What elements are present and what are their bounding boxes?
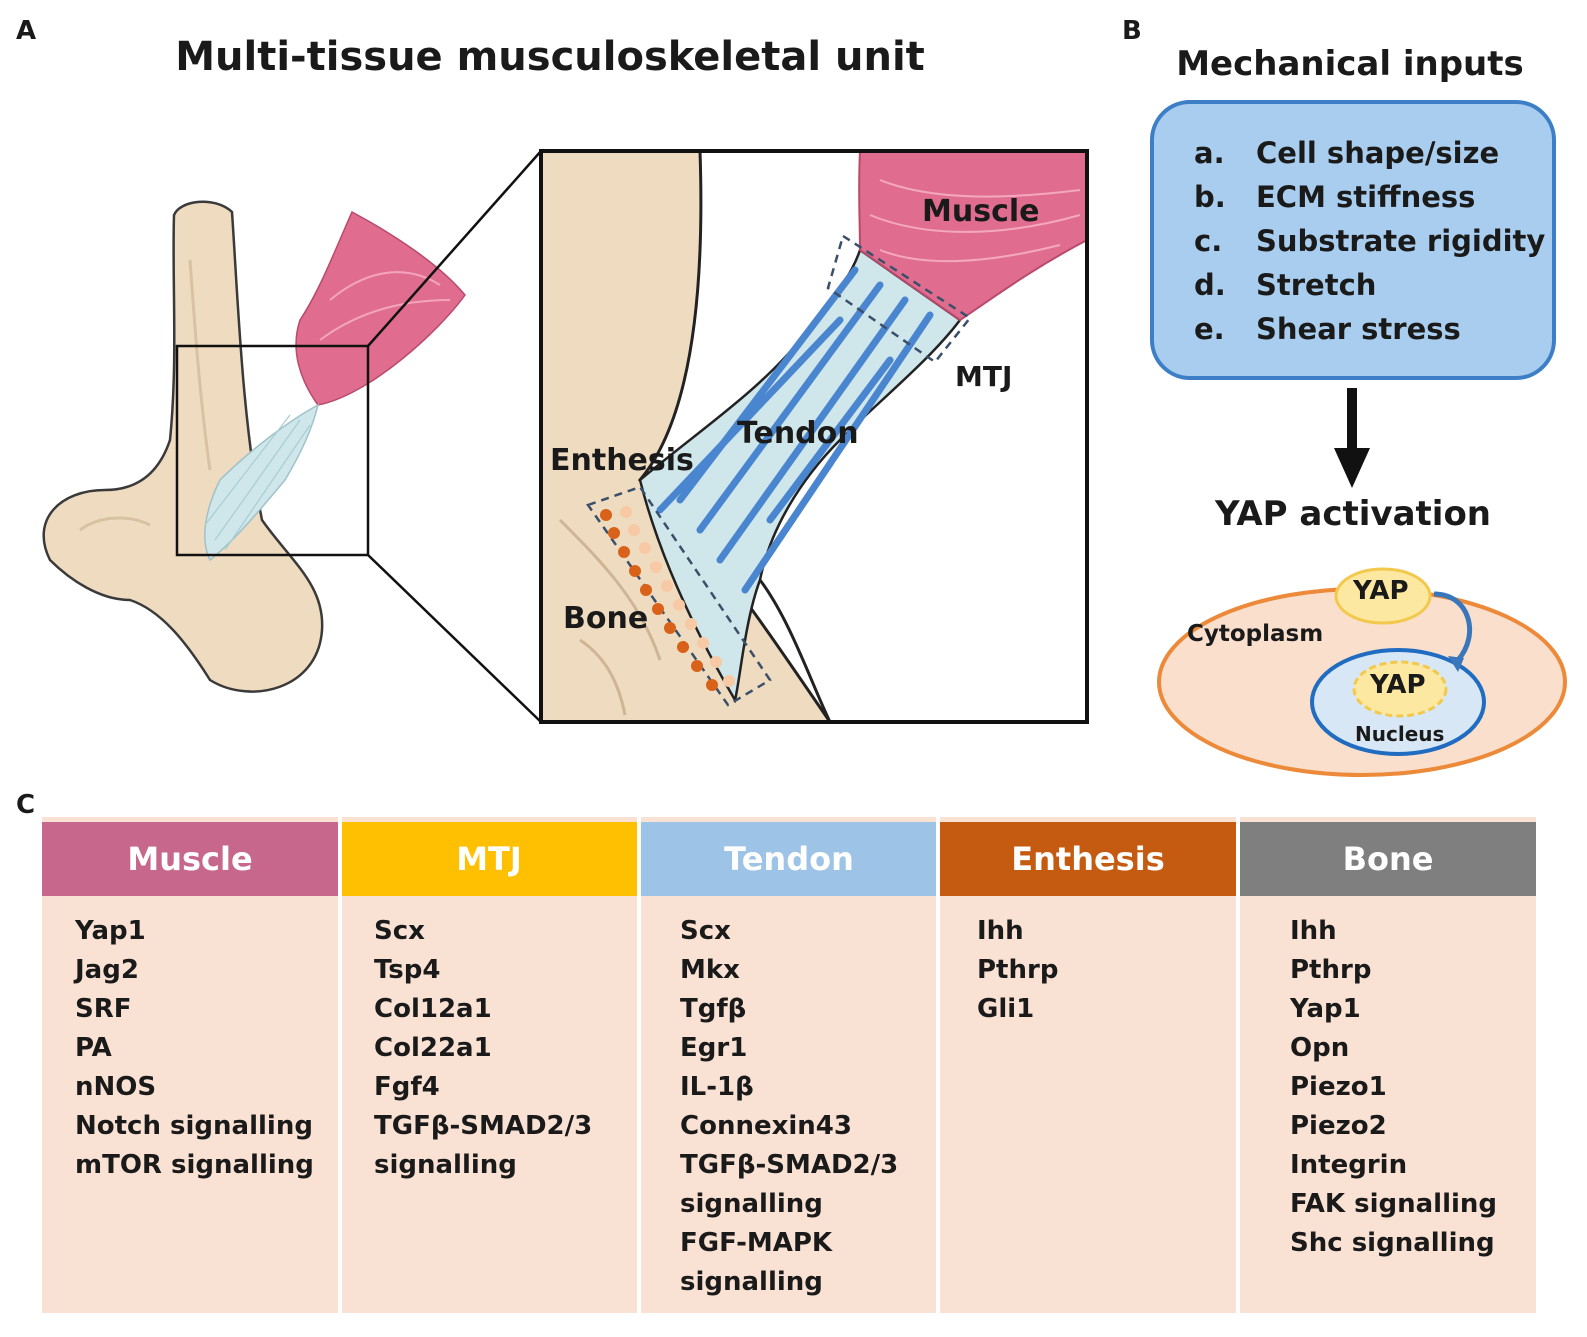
column-muscle: Muscle Yap1 Jag2 SRF PA nNOS Notch signa… [42, 822, 338, 1313]
cytoplasm-label: Cytoplasm [1187, 621, 1324, 647]
column-header-bone: Bone [1240, 822, 1536, 896]
panel-letter-a: A [16, 16, 37, 46]
list-item: nNOS [75, 1072, 157, 1102]
column-divider [338, 817, 342, 1313]
yap-nucleus-label: YAP [1370, 670, 1426, 700]
yap-nucleus-blob [1352, 660, 1448, 718]
yap-activation-diagram [1157, 388, 1567, 777]
zoom-region-box [175, 344, 370, 557]
list-item: FGF-MAPK [680, 1228, 833, 1258]
list-item: FAK signalling [1290, 1189, 1498, 1219]
list-item: TGFβ-SMAD2/3 [680, 1150, 899, 1180]
column-mtj: MTJ Scx Tsp4 Col12a1 Col22a1 Fgf4 TGFβ-S… [341, 822, 637, 1313]
mechanical-inputs-title: Mechanical inputs [1176, 44, 1524, 84]
column-enthesis: Enthesis Ihh Pthrp Gli1 [940, 822, 1236, 1313]
mtj-dashed-region [826, 234, 972, 364]
list-item: Scx [374, 916, 425, 946]
list-item: Tsp4 [374, 955, 441, 985]
column-bone: Bone Ihh Pthrp Yap1 Opn Piezo1 Piezo2 In… [1240, 822, 1536, 1313]
input-item: e.Shear stress [1194, 312, 1461, 346]
column-header-mtj: MTJ [341, 822, 637, 896]
column-items-bone: Ihh Pthrp Yap1 Opn Piezo1 Piezo2 Integri… [1240, 896, 1536, 1263]
yap-activation-title: YAP activation [1214, 494, 1492, 534]
mechanical-inputs-box: a.Cell shape/size b.ECM stiffness c.Subs… [1150, 100, 1556, 380]
list-item: Yap1 [75, 916, 146, 946]
enthesis-dashed-region [586, 485, 772, 707]
input-item: c.Substrate rigidity [1194, 224, 1546, 258]
mtj-label: MTJ [955, 360, 1013, 393]
list-item: Notch signalling [75, 1111, 313, 1141]
list-item: Gli1 [977, 994, 1035, 1024]
list-item: Pthrp [1290, 955, 1372, 985]
list-item: Jag2 [75, 955, 139, 985]
column-tendon: Tendon Scx Mkx Tgfβ Egr1 IL-1β Connexin4… [641, 822, 937, 1313]
marker-table [42, 817, 1536, 1313]
bone-label: Bone [563, 601, 649, 636]
column-items-muscle: Yap1 Jag2 SRF PA nNOS Notch signalling m… [42, 896, 338, 1185]
list-item: Fgf4 [374, 1072, 440, 1102]
tendon-fibers [656, 266, 934, 594]
list-item: Integrin [1290, 1150, 1408, 1180]
zoomed-panel-frame [539, 149, 1089, 724]
list-item: Col12a1 [374, 994, 492, 1024]
list-item: mTOR signalling [75, 1150, 314, 1180]
input-item: b.ECM stiffness [1194, 180, 1476, 214]
list-item: Pthrp [977, 955, 1059, 985]
down-arrow-icon [1334, 388, 1370, 488]
list-item: IL-1β [680, 1072, 754, 1102]
list-item: Piezo2 [1290, 1111, 1387, 1141]
nucleus-label: Nucleus [1355, 722, 1445, 746]
musculoskeletal-illustration [42, 149, 1089, 724]
list-item: Ihh [1290, 916, 1337, 946]
panel-letter-b: B [1122, 16, 1142, 46]
list-item: signalling [680, 1189, 823, 1219]
list-item: Shc signalling [1290, 1228, 1495, 1258]
enthesis-dots [600, 506, 735, 691]
muscle-small [295, 210, 466, 406]
column-divider [936, 817, 940, 1313]
list-item: Mkx [680, 955, 740, 985]
list-item: Yap1 [1290, 994, 1361, 1024]
panel-a-title: Multi-tissue musculoskeletal unit [175, 34, 925, 80]
list-item: Egr1 [680, 1033, 748, 1063]
column-header-muscle: Muscle [42, 822, 338, 896]
femur-bone [42, 200, 324, 693]
tendon-small [204, 403, 320, 562]
input-item: d.Stretch [1194, 268, 1377, 302]
column-divider [637, 817, 641, 1313]
list-item: signalling [680, 1267, 823, 1297]
list-item: PA [75, 1033, 112, 1063]
list-item: Scx [680, 916, 731, 946]
list-item: Ihh [977, 916, 1024, 946]
list-item: Col22a1 [374, 1033, 492, 1063]
column-items-mtj: Scx Tsp4 Col12a1 Col22a1 Fgf4 TGFβ-SMAD2… [341, 896, 637, 1185]
list-item: SRF [75, 994, 132, 1024]
enthesis-label: Enthesis [550, 443, 694, 478]
column-divider [1236, 817, 1240, 1313]
yap-cytoplasm-label: YAP [1353, 576, 1409, 606]
list-item: Tgfβ [680, 994, 747, 1024]
translocation-arrow [1433, 591, 1473, 662]
input-item: a.Cell shape/size [1194, 136, 1500, 170]
column-header-enthesis: Enthesis [940, 822, 1236, 896]
tendon-label: Tendon [737, 416, 859, 451]
column-header-tendon: Tendon [641, 822, 937, 896]
column-items-enthesis: Ihh Pthrp Gli1 [940, 896, 1236, 1029]
list-item: Opn [1290, 1033, 1350, 1063]
list-item: TGFβ-SMAD2/3 [374, 1111, 593, 1141]
list-item: Connexin43 [680, 1111, 852, 1141]
list-item: Piezo1 [1290, 1072, 1387, 1102]
list-item: signalling [374, 1150, 517, 1180]
column-items-tendon: Scx Mkx Tgfβ Egr1 IL-1β Connexin43 TGFβ-… [641, 896, 937, 1302]
panel-letter-c: C [16, 790, 36, 820]
yap-cytoplasm-blob [1334, 567, 1432, 625]
muscle-label: Muscle [922, 194, 1040, 229]
